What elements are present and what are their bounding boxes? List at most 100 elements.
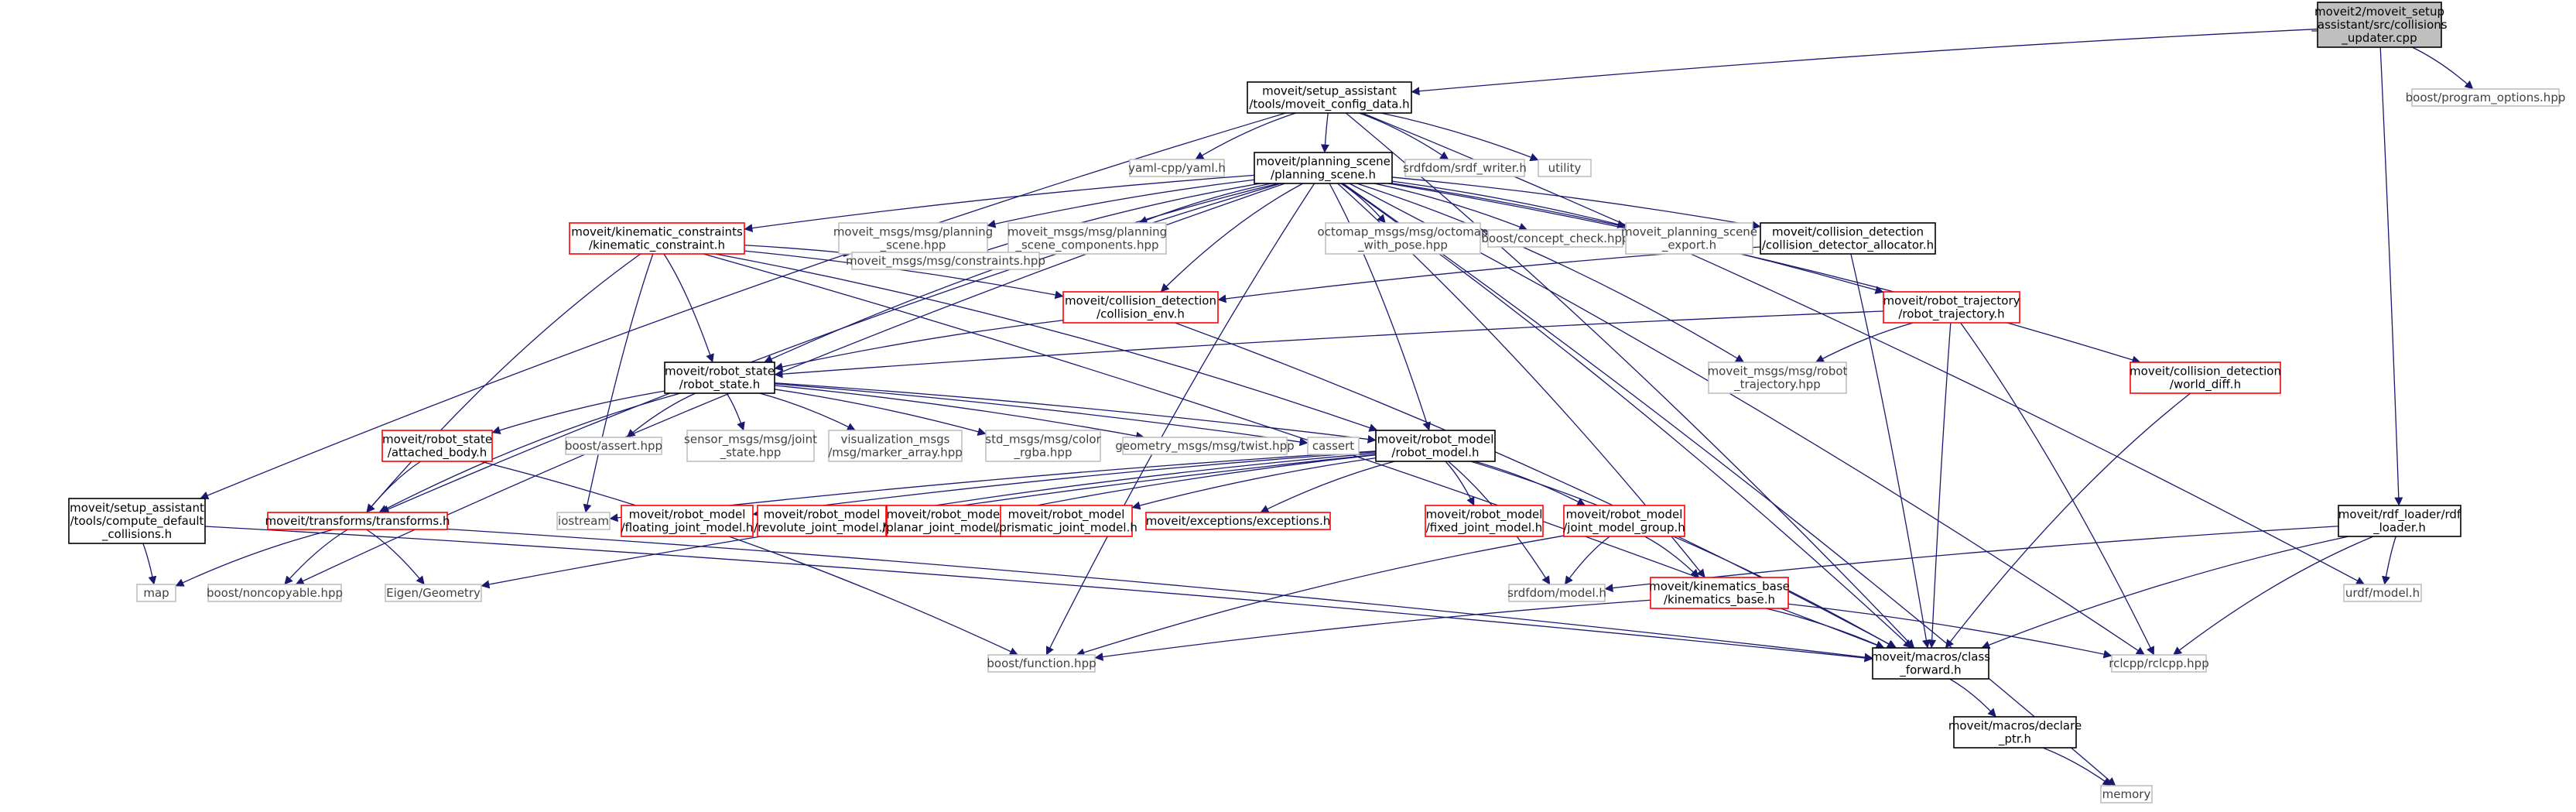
node-world-diff[interactable]: moveit/collision_detection/world_diff.h (2130, 361, 2281, 394)
node-label-line: /collision_env.h (1096, 307, 1185, 322)
edge-planning_scene-to-robot_state (764, 183, 1279, 363)
node-box (1007, 222, 1167, 255)
node-box (1563, 505, 1685, 537)
node-label-line: yaml-cpp/yaml.h (1128, 161, 1226, 175)
node-root[interactable]: moveit2/moveit_setup_assistant/src/colli… (2311, 2, 2448, 48)
node-srdf-model: srdfdom/model.h (1507, 584, 1606, 602)
node-label-line: moveit/kinematic_constraints (571, 225, 743, 240)
node-label-line: /kinematic_constraint.h (589, 238, 725, 253)
node-marker-array: visualization_msgs/msg/marker_array.hpp (828, 430, 963, 462)
node-attached-body[interactable]: moveit/robot_state/attached_body.h (381, 430, 493, 462)
node-label-line: moveit_planning_scene (1621, 225, 1757, 240)
node-box (1760, 222, 1936, 255)
node-label-line: /robot_trajectory.h (1898, 307, 2004, 322)
node-robot-model[interactable]: moveit/robot_model/robot_model.h (1375, 430, 1496, 462)
node-label-line: moveit/rdf_loader/rdf (2338, 508, 2461, 522)
node-label-line: /fixed_joint_model.h (1426, 521, 1543, 536)
node-map: map (136, 584, 176, 602)
node-label-line: moveit/robot_model (764, 508, 881, 522)
node-floating-joint-model[interactable]: moveit/robot_model/floating_joint_model.… (621, 505, 754, 537)
node-exceptions[interactable]: moveit/exceptions/exceptions.h (1145, 512, 1331, 530)
node-label-line: srdfdom/srdf_writer.h (1403, 161, 1527, 176)
node-declare-ptr[interactable]: moveit/macros/declare_ptr.h (1948, 716, 2082, 749)
node-box (2100, 785, 2153, 803)
edge-transforms-to-class_forward (446, 528, 1873, 662)
nodes-layer: moveit2/moveit_setup_assistant/src/colli… (68, 2, 2565, 803)
node-config-data[interactable]: moveit/setup_assistant/tools/moveit_conf… (1247, 81, 1412, 114)
node-joint-model-group[interactable]: moveit/robot_model/joint_model_group.h (1563, 505, 1685, 537)
node-label-line: _forward.h (1899, 663, 1961, 678)
node-box (1145, 512, 1331, 530)
node-compute-default-collisions[interactable]: moveit/setup_assistant/tools/compute_def… (68, 498, 206, 544)
node-box (886, 505, 1004, 537)
edge-root-to-config_data (1411, 28, 2318, 96)
node-box (1487, 229, 1623, 248)
node-label-line: moveit/robot_model (1426, 508, 1543, 522)
node-box (207, 584, 342, 602)
node-label-line: rclcpp/rclcpp.hpp (2109, 656, 2208, 670)
node-rdf-loader[interactable]: moveit/rdf_loader/rdf_loader.h (2338, 505, 2461, 537)
node-box (1122, 437, 1288, 455)
node-label-line: octomap_msgs/msg/octomap (1318, 225, 1489, 240)
edge-config_data-to-class_forward (1345, 112, 1915, 649)
edge-kinematic_constraint-to-iostream (583, 253, 654, 513)
edge-robot_state-to-cassert (774, 383, 1309, 447)
node-label-line: _scene_components.hpp (1014, 238, 1158, 253)
node-planar-joint-model[interactable]: moveit/robot_model/planar_joint_model.h (882, 505, 1007, 537)
node-label-line: _ptr.h (1998, 732, 2031, 747)
node-robot-trajectory[interactable]: moveit/robot_trajectory/robot_trajectory… (1883, 291, 2020, 324)
node-srdf-writer: srdfdom/srdf_writer.h (1403, 159, 1527, 177)
node-label-line: moveit/kinematics_base (1649, 580, 1790, 594)
node-label-line: moveit/collision_detection (1065, 294, 1216, 309)
node-transforms[interactable]: moveit/transforms/transforms.h (265, 512, 450, 530)
node-revolute-joint-model[interactable]: moveit/robot_model/revolute_joint_model.… (754, 505, 890, 537)
node-label-line: moveit/macros/declare (1948, 719, 2082, 733)
node-utility: utility (1538, 159, 1592, 177)
node-box (2338, 505, 2461, 537)
node-label-line: moveit_msgs/msg/constraints.hpp (846, 254, 1045, 269)
node-robot-state[interactable]: moveit/robot_state/robot_state.h (664, 361, 775, 394)
node-label-line: /robot_state.h (679, 378, 760, 392)
node-class-forward[interactable]: moveit/macros/class_forward.h (1871, 647, 1990, 680)
node-collision-detector-allocator[interactable]: moveit/collision_detection/collision_det… (1760, 222, 1936, 255)
edge-joint_model_group-to-srdf_model (1564, 536, 1610, 585)
node-label-line: boost/assert.hpp (565, 439, 662, 453)
node-planning-scene[interactable]: moveit/planning_scene/planning_scene.h (1254, 152, 1393, 184)
edge-config_data-to-srdf_writer (1359, 112, 1449, 160)
node-label-line: moveit/robot_model (1377, 433, 1494, 447)
node-label-line: moveit/exceptions/exceptions.h (1146, 514, 1331, 528)
node-prismatic-joint-model[interactable]: moveit/robot_model/prismatic_joint_model… (995, 505, 1137, 537)
node-label-line: moveit/collision_detection (1772, 225, 1924, 240)
node-box (1254, 152, 1393, 184)
node-label-line: /tools/compute_default (70, 514, 204, 529)
node-label-line: moveit/transforms/transforms.h (265, 514, 450, 528)
node-label-line: moveit/planning_scene (1256, 155, 1391, 170)
node-box (1508, 584, 1606, 602)
node-label-line: /floating_joint_model.h (621, 521, 754, 536)
edge-planning_scene-to-world_diff (1388, 183, 2141, 365)
node-label-line: /collision_detector_allocator.h (1762, 238, 1934, 253)
node-label-line: moveit/robot_state (382, 433, 492, 447)
node-label-line: _export.h (1661, 238, 1716, 253)
node-box (381, 430, 493, 462)
node-msg-planning-scene: moveit_msgs/msg/planning_scene.hpp (833, 222, 993, 255)
node-label-line: moveit/collision_detection (2130, 365, 2281, 379)
node-fixed-joint-model[interactable]: moveit/robot_model/fixed_joint_model.h (1425, 505, 1544, 537)
node-label-line: moveit2/moveit_setup (2314, 5, 2444, 19)
edge-planning_scene-to-msg_robot_trajectory (1356, 183, 1745, 363)
node-box (1404, 159, 1525, 177)
node-label-line: moveit/robot_model (1008, 508, 1125, 522)
edge-planning_scene-to-collision_env (1160, 183, 1304, 293)
node-collision-env[interactable]: moveit/collision_detection/collision_env… (1062, 291, 1219, 324)
edge-declare_ptr-to-memory (2042, 747, 2112, 786)
node-label-line: /planning_scene.h (1271, 168, 1376, 183)
edge-kinematic_constraint-to-transforms (366, 253, 641, 513)
node-label-line: /planar_joint_model.h (882, 521, 1007, 536)
node-kinematic-constraint[interactable]: moveit/kinematic_constraints/kinematic_c… (569, 222, 745, 255)
node-label-line: moveit/robot_model (1566, 508, 1683, 522)
node-kinematics-base[interactable]: moveit/kinematics_base/kinematics_base.h (1649, 577, 1790, 609)
edge-kinematics_base-to-rclcpp (1787, 603, 2112, 659)
node-box (569, 222, 745, 255)
node-box (1307, 437, 1360, 455)
